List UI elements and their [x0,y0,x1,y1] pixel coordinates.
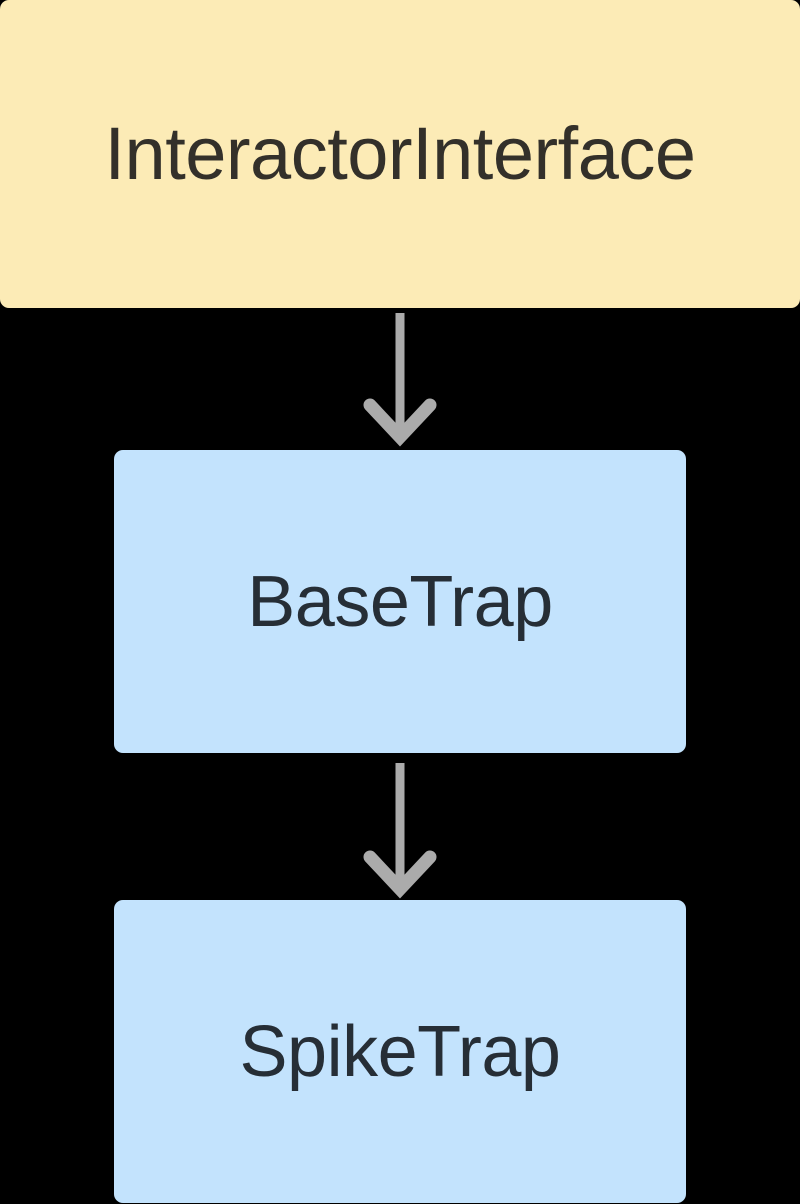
arrow-head-icon [363,398,437,447]
arrow-head-icon [363,850,437,899]
node-spike-trap[interactable]: SpikeTrap [114,900,686,1203]
node-label-base-trap: BaseTrap [247,561,553,642]
node-interactor-interface[interactable]: InteractorInterface [0,0,800,308]
node-base-trap[interactable]: BaseTrap [114,450,686,753]
node-label-spike-trap: SpikeTrap [239,1011,561,1092]
node-label-interactor-interface: InteractorInterface [104,112,696,195]
